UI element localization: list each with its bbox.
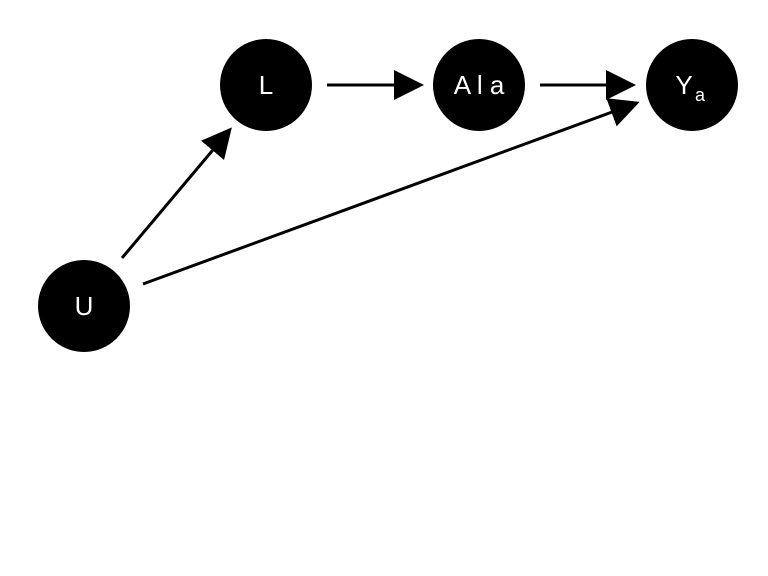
node-a-circle — [433, 39, 525, 131]
node-a-label: A l a — [454, 70, 505, 100]
node-y-circle — [646, 39, 738, 131]
node-a: A l a — [433, 39, 525, 131]
node-l: L — [220, 39, 312, 131]
node-l-circle — [220, 39, 312, 131]
node-l-label: L — [259, 70, 273, 100]
node-u-label: U — [75, 291, 94, 321]
node-y: Y a — [646, 39, 738, 131]
node-u: U — [38, 260, 130, 352]
edge-u-to-l — [120, 127, 232, 259]
node-y-subscript: a — [695, 85, 706, 105]
node-y-label: Y — [675, 70, 692, 100]
edge-u-to-y — [142, 98, 640, 286]
node-u-circle — [38, 260, 130, 352]
